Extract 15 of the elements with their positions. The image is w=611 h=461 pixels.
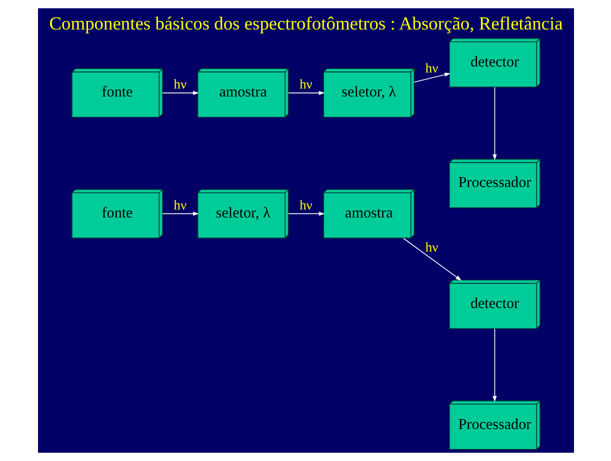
arrow <box>413 72 450 83</box>
arrow <box>162 90 198 95</box>
arrow <box>287 212 324 216</box>
edge-label: hν <box>173 76 186 92</box>
arrow <box>162 212 198 216</box>
edge-label: hν <box>424 60 438 76</box>
arrow <box>492 328 496 402</box>
diagram-title: Componentes básicos dos espectrofotômetros : Absorção, Refletância <box>48 14 562 34</box>
edge-label: hν <box>424 239 438 254</box>
edge-label: hν <box>299 76 312 92</box>
arrow <box>492 86 496 160</box>
arrow <box>402 238 462 281</box>
arrow <box>287 90 324 95</box>
edge-label: hν <box>299 197 312 212</box>
edge-label: hν <box>173 197 186 212</box>
